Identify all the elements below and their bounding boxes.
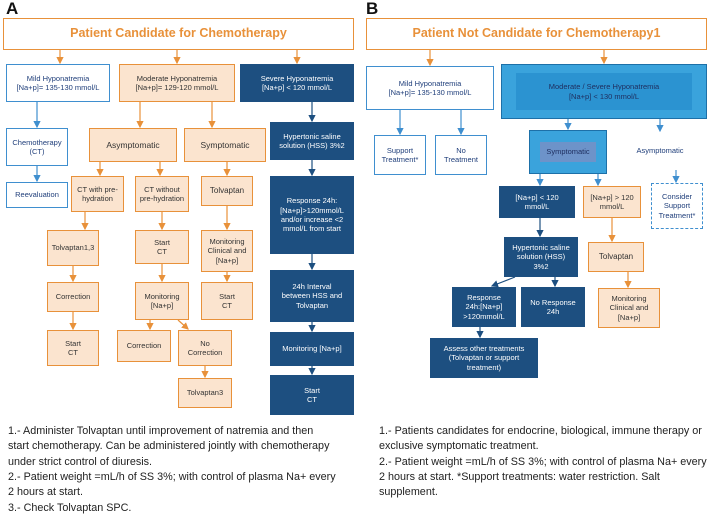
no-response-box: No Response 24h [521, 287, 585, 327]
start-ct-box-1: Start CT [135, 230, 189, 264]
monitoring-na-box: Monitoring [Na+p] [135, 282, 189, 320]
consider-support-box: Consider Support Treatment* [651, 183, 703, 229]
interval-24h-box: 24h Interval between HSS and Tolvaptan [270, 270, 354, 322]
hss-box-a: Hypertonic saline solution (HSS) 3%2 [270, 122, 354, 160]
mild-hyponatremia-box: Mild Hyponatremia [Na+p]= 135-130 mmol/L [6, 64, 110, 102]
mod-severe-hyponatremia-box: Moderate / Severe Hyponatremia [Na+p] < … [501, 64, 707, 119]
asymptomatic-box: Asymptomatic [89, 128, 177, 162]
symptomatic-box: Symptomatic [184, 128, 266, 162]
footnotes-panel-b: 1.- Patients candidates for endocrine, b… [379, 425, 707, 499]
no-treatment-box: No Treatment [435, 135, 487, 175]
tolvaptan-box-b: Tolvaptan [588, 242, 644, 272]
start-ct-box-4: Start CT [270, 375, 354, 415]
moderate-hyponatremia-box: Moderate Hyponatremia [Na+p]= 129-120 mm… [119, 64, 235, 102]
correction-box-1: Correction [47, 282, 99, 312]
monitoring-box-b: Monitoring Clinical and [Na+p] [598, 288, 660, 328]
tolvaptan-note3-box: Tolvaptan3 [178, 378, 232, 408]
ct-without-prehydration-box: CT without pre-hydration [135, 176, 189, 212]
footnotes-panel-a: 1.- Administer Tolvaptan until improveme… [8, 425, 336, 514]
start-ct-box-3: Start CT [47, 330, 99, 366]
panel-a-label: A [6, 0, 19, 18]
asymptomatic-box-b: Asymptomatic [617, 132, 703, 170]
tolvaptan-note13-box: Tolvaptan1,3 [47, 230, 99, 266]
mod-severe-label: Moderate / Severe Hyponatremia [Na+p] < … [548, 82, 660, 101]
monitoring-clinical-box: Monitoring Clinical and [Na+p] [201, 230, 253, 272]
response-24h-box-b: Response 24h:[Na+p] >120mmol/L [452, 287, 516, 327]
symptomatic-label-b: Symptomatic [546, 147, 590, 157]
panel-a-title: Patient Candidate for Chemotherapy [3, 18, 354, 50]
correction-box-2: Correction [117, 330, 171, 362]
symptomatic-box-b: Symptomatic [529, 130, 607, 174]
response-24h-box-a: Response 24h: [Na+p]>120mmol/L and/or in… [270, 176, 354, 254]
ct-with-prehydration-box: CT with pre- hydration [71, 176, 124, 212]
assess-treatments-box: Assess other treatments (Tolvaptan or su… [430, 338, 538, 378]
hss-box-b: Hypertonic saline solution (HSS) 3%2 [504, 237, 578, 277]
panel-b-title: Patient Not Candidate for Chemotherapy1 [366, 18, 707, 50]
mod-severe-inner-bar [516, 73, 692, 110]
chemotherapy-box: Chemotherapy (CT) [6, 128, 68, 166]
monitoring-severe-box: Monitoring [Na+p] [270, 332, 354, 366]
severe-hyponatremia-box: Severe Hyponatremia [Na+p] < 120 mmol/L [240, 64, 354, 102]
panel-b-label: B [366, 0, 379, 18]
no-correction-box: No Correction [178, 330, 232, 366]
na-below-120-box: [Na+p] < 120 mmol/L [499, 186, 575, 218]
support-treatment-box: Support Treatment* [374, 135, 426, 175]
tolvaptan-symptomatic-box: Tolvaptan [201, 176, 253, 206]
symptomatic-inner-bar [540, 142, 596, 162]
na-above-120-box: [Na+p] > 120 mmol/L [583, 186, 641, 218]
reevaluation-box: Reevaluation [6, 182, 68, 208]
start-ct-box-2: Start CT [201, 282, 253, 320]
mild-hyponatremia-box-b: Mild Hyponatremia [Na+p]= 135-130 mmol/L [366, 66, 494, 110]
